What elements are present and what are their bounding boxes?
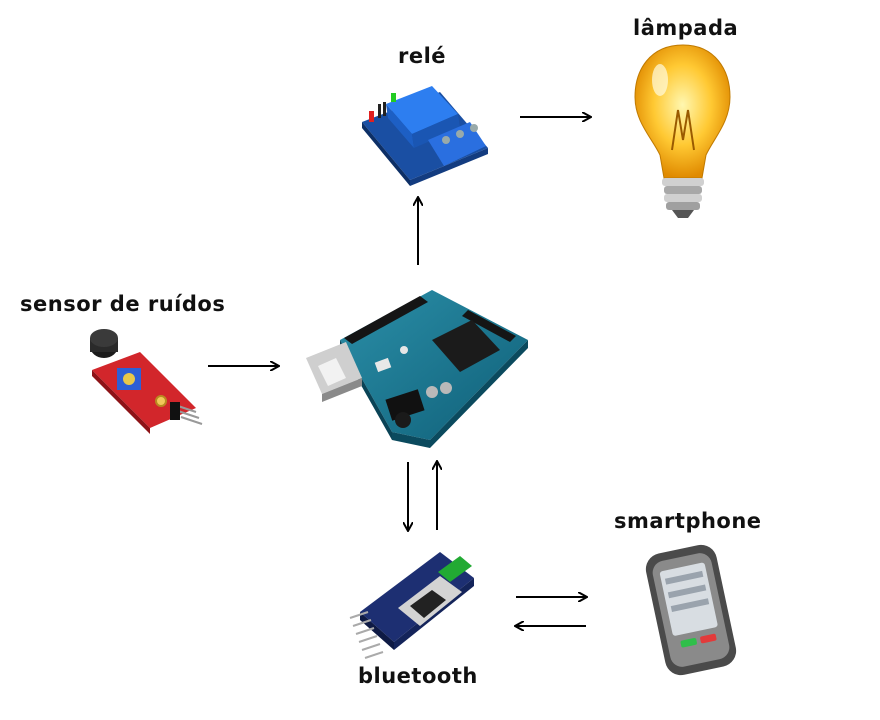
relay-label: relé bbox=[398, 44, 447, 68]
sensor-label: sensor de ruídos bbox=[20, 292, 226, 316]
bluetooth-module-icon bbox=[349, 552, 474, 659]
relay-module-icon bbox=[362, 86, 488, 186]
smartphone-icon bbox=[645, 544, 737, 676]
lamp-label: lâmpada bbox=[633, 16, 739, 40]
arduino-board-icon bbox=[306, 290, 528, 448]
sound-sensor-icon bbox=[90, 329, 203, 434]
bluetooth-label: bluetooth bbox=[358, 664, 478, 688]
smartphone-label: smartphone bbox=[614, 509, 762, 533]
light-bulb-icon bbox=[634, 44, 731, 218]
